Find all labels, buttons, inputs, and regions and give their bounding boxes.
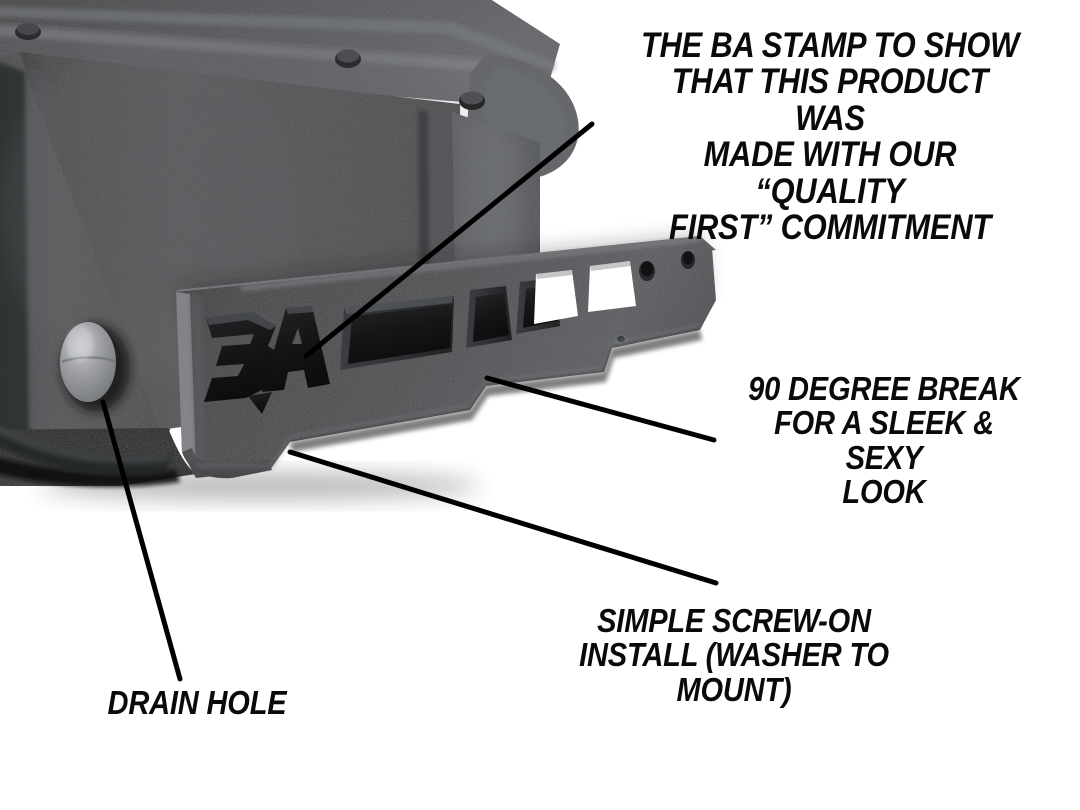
callout-90-degree-break: 90 DEGREE BREAK FOR A SLEEK & SEXY LOOK [748,370,1020,510]
callout-simple-screw-on-install: SIMPLE SCREW-ON INSTALL (WASHER TO MOUNT… [579,602,889,708]
mounting-holes [639,251,695,281]
bracket-cutout-open-1 [534,270,578,324]
callout-ba-stamp: THE BA STAMP TO SHOW THAT THIS PRODUCT W… [640,26,1020,247]
ammo-can [0,0,579,487]
bracket-cutout-open-2 [588,261,636,312]
drain-hole [60,322,130,412]
bracket-cutout-trapezoid-1 [466,286,512,348]
callout-drain-hole: DRAIN HOLE [107,684,287,721]
